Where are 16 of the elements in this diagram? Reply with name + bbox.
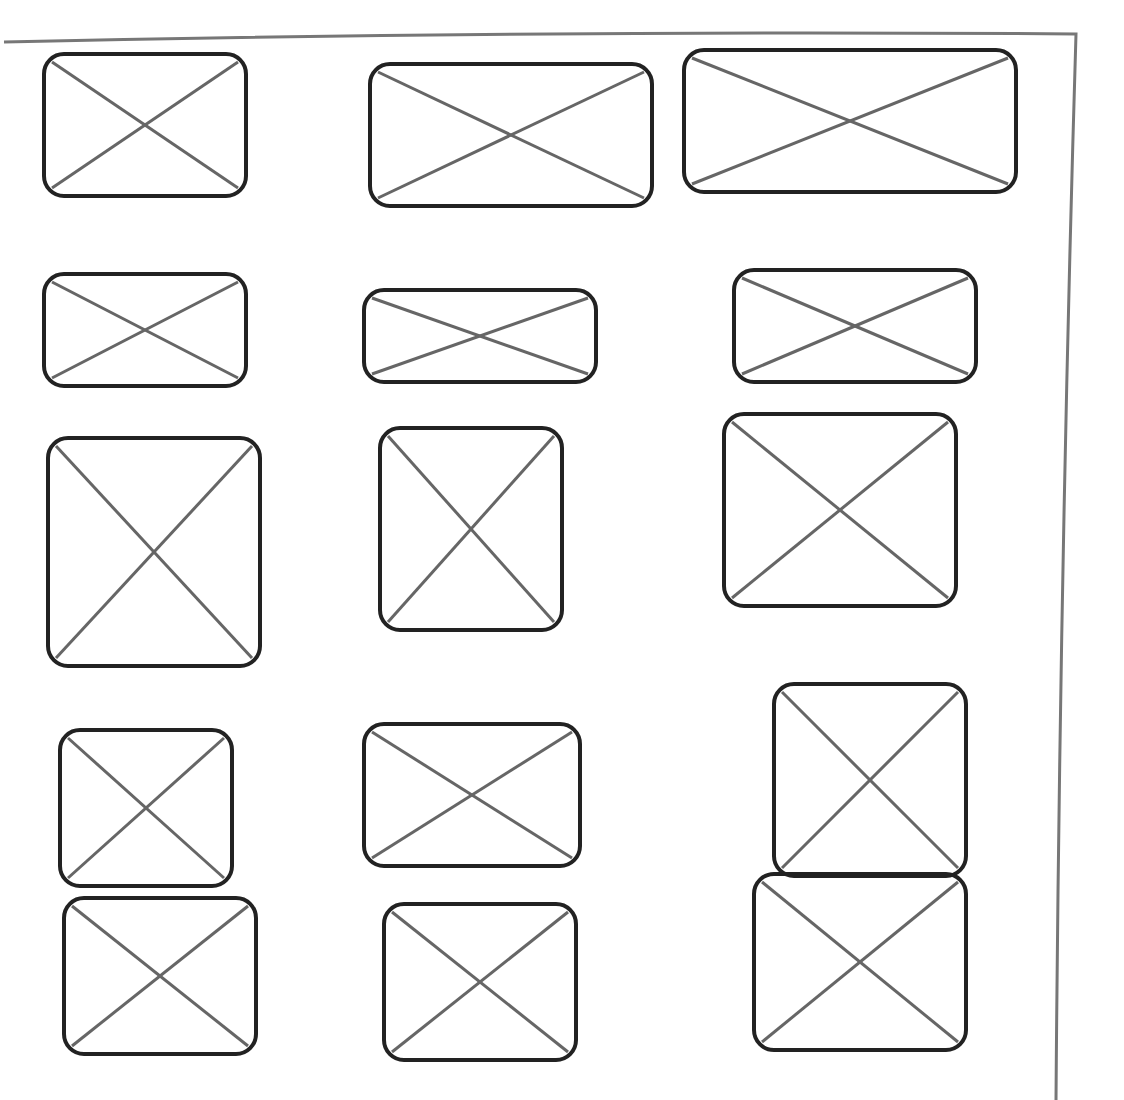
image-placeholder [40, 270, 250, 390]
image-placeholder [750, 870, 970, 1054]
image-placeholder [60, 894, 260, 1058]
image-placeholder [730, 266, 980, 386]
image-placeholder [40, 50, 250, 200]
page-frame [0, 30, 1084, 1100]
image-placeholder [360, 720, 584, 870]
image-placeholder [44, 434, 264, 670]
image-placeholder [366, 60, 656, 210]
image-placeholder [770, 680, 970, 880]
image-placeholder [720, 410, 960, 610]
image-placeholder [376, 424, 566, 634]
image-placeholder [680, 46, 1020, 196]
image-placeholder [380, 900, 580, 1064]
image-placeholder [56, 726, 236, 890]
image-placeholder [360, 286, 600, 386]
